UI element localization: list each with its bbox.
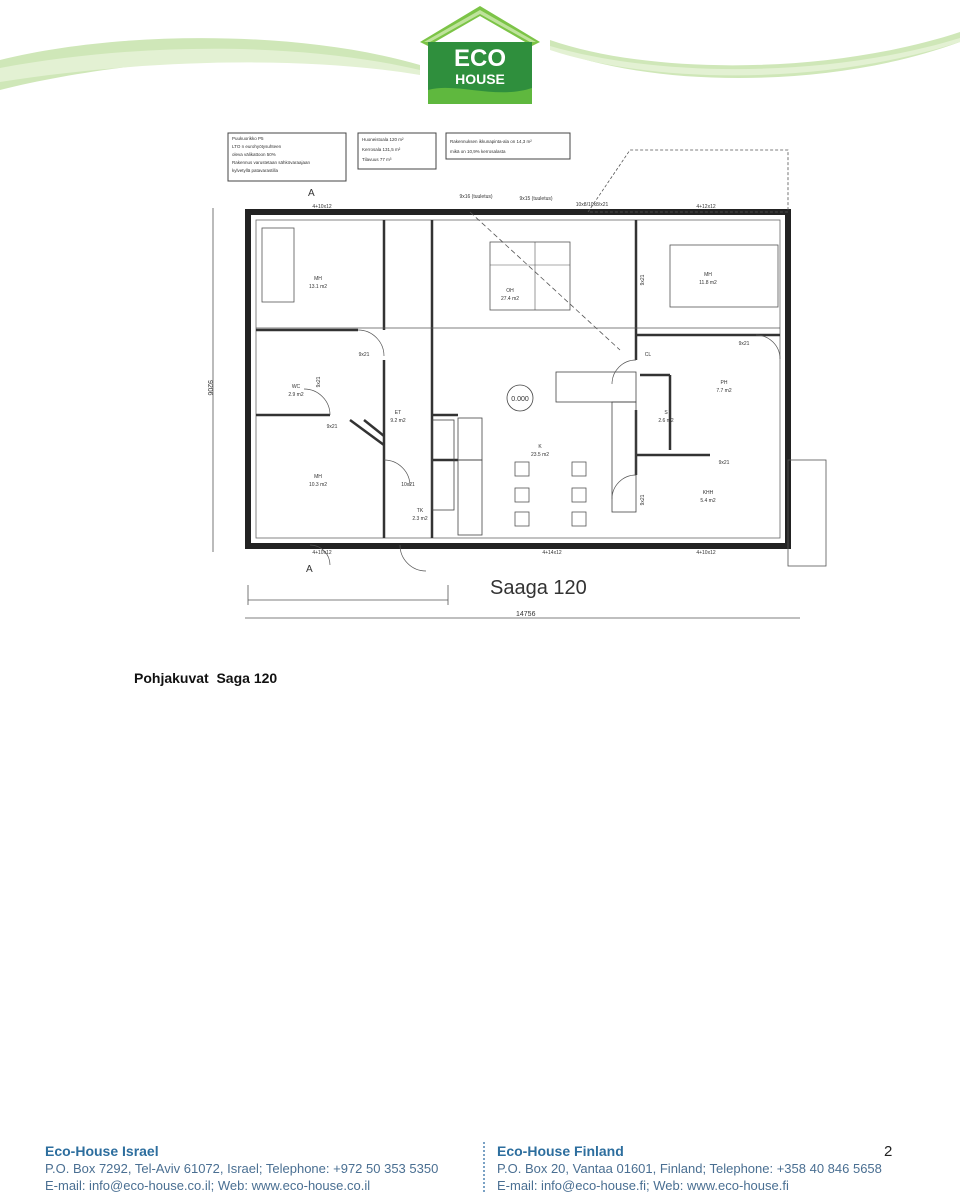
eco-house-logo: ECO HOUSE xyxy=(420,6,540,104)
svg-text:Tilavuus 77 m³: Tilavuus 77 m³ xyxy=(362,157,392,162)
svg-text:Rakennus varustetaan sähkövara: Rakennus varustetaan sähkövaraajaan xyxy=(232,160,311,165)
svg-text:9x21: 9x21 xyxy=(739,341,750,347)
svg-text:9x21: 9x21 xyxy=(327,424,338,430)
svg-text:9x21: 9x21 xyxy=(719,460,730,466)
room-tk-area: 2.3 m2 xyxy=(412,516,428,522)
room-wc-name: WC xyxy=(292,384,301,390)
room-oh-name: OH xyxy=(506,288,514,294)
svg-text:9x21: 9x21 xyxy=(640,494,646,505)
svg-text:kylvetyllä patavarastilla: kylvetyllä patavarastilla xyxy=(232,168,279,173)
logo-word-eco: ECO xyxy=(454,45,506,72)
plan-notes-right: Rakennuksen ikkunapinta-ala on 14,3 m² m… xyxy=(445,132,571,160)
svg-text:4+14x12: 4+14x12 xyxy=(542,550,562,556)
footer-israel-title: Eco-House Israel xyxy=(45,1143,159,1159)
svg-text:LTO n eurohyötysuhteen: LTO n eurohyötysuhteen xyxy=(232,144,282,149)
section-marker-bottom: A xyxy=(306,564,313,575)
footer-finland-address: P.O. Box 20, Vantaa 01601, Finland; Tele… xyxy=(497,1161,882,1176)
room-mh3-area: 10.3 m2 xyxy=(309,482,327,488)
svg-text:oleva välikattoon 50%: oleva välikattoon 50% xyxy=(232,152,276,157)
room-k-area: 23.5 m2 xyxy=(531,452,549,458)
svg-text:9x16 (tuuletus): 9x16 (tuuletus) xyxy=(459,194,492,200)
header-swoosh-right xyxy=(550,32,960,79)
room-s-name: S xyxy=(664,410,668,416)
floor-plan: Puukuorikko P5 LTO n eurohyötysuhteen ol… xyxy=(206,132,827,619)
room-khh-name: KHH xyxy=(703,490,714,496)
room-mh1-name: MH xyxy=(314,276,322,282)
section-marker-top: A xyxy=(308,188,315,199)
room-tk-name: TK xyxy=(417,508,424,514)
svg-text:10x21: 10x21 xyxy=(401,482,415,488)
footer-israel-address: P.O. Box 7292, Tel-Aviv 61072, Israel; T… xyxy=(45,1161,439,1176)
plan-notes-mid: Huoneistoala 120 m² Kerrosala 131,5 m² T… xyxy=(357,132,437,170)
dim-height: 9206 xyxy=(206,380,213,396)
dim-width: 14756 xyxy=(516,611,536,618)
svg-text:4+12x12: 4+12x12 xyxy=(696,204,716,210)
room-mh2-area: 11.8 m2 xyxy=(699,280,717,286)
svg-text:4+10x12: 4+10x12 xyxy=(696,550,716,556)
svg-text:Kerrosala 131,5 m²: Kerrosala 131,5 m² xyxy=(362,147,401,152)
room-ph-area: 7.7 m2 xyxy=(716,388,732,394)
room-mh1-area: 13.1 m2 xyxy=(309,284,327,290)
room-oh-area: 27.4 m2 xyxy=(501,296,519,302)
footer-israel-contact: E-mail: info@eco-house.co.il; Web: www.e… xyxy=(45,1178,371,1193)
header-swoosh-left xyxy=(0,38,420,90)
room-mh2-name: MH xyxy=(704,272,712,278)
caption: Pohjakuvat Saga 120 xyxy=(134,670,278,686)
svg-text:9x21: 9x21 xyxy=(316,376,322,387)
svg-text:4+10x12: 4+10x12 xyxy=(312,204,332,210)
svg-text:9x21: 9x21 xyxy=(359,352,370,358)
svg-text:Huoneistoala 120 m²: Huoneistoala 120 m² xyxy=(362,137,404,142)
footer-finland-contact: E-mail: info@eco-house.fi; Web: www.eco-… xyxy=(497,1178,789,1193)
room-et-name: ET xyxy=(395,410,401,416)
svg-text:Puukuorikko P5: Puukuorikko P5 xyxy=(232,136,264,141)
page-number: 2 xyxy=(884,1143,893,1160)
footer-finland-title: Eco-House Finland xyxy=(497,1143,624,1159)
level-marker: 0.000 xyxy=(511,396,529,403)
logo-word-house: HOUSE xyxy=(455,71,505,87)
room-mh3-name: MH xyxy=(314,474,322,480)
room-et-area: 9.2 m2 xyxy=(390,418,406,424)
room-k-name: K xyxy=(538,444,542,450)
svg-text:4+10x12: 4+10x12 xyxy=(312,550,332,556)
svg-text:9x15 (tuuletus): 9x15 (tuuletus) xyxy=(519,196,552,202)
dining-chairs xyxy=(514,461,587,527)
room-cl-name: CL xyxy=(645,352,652,358)
plan-title: Saaga 120 xyxy=(490,577,587,599)
room-s-area: 2.6 m2 xyxy=(658,418,674,424)
footer-divider xyxy=(483,1142,485,1192)
footer-israel: Eco-House Israel P.O. Box 7292, Tel-Aviv… xyxy=(45,1143,438,1194)
room-ph-name: PH xyxy=(721,380,728,386)
room-wc-area: 2.9 m2 xyxy=(288,392,304,398)
footer-finland: Eco-House Finland P.O. Box 20, Vantaa 01… xyxy=(497,1143,882,1194)
room-khh-area: 5.4 m2 xyxy=(700,498,716,504)
svg-text:10x8/10x8/x21: 10x8/10x8/x21 xyxy=(576,202,609,208)
svg-text:Rakennuksen ikkunapinta-ala on: Rakennuksen ikkunapinta-ala on 14,3 m² xyxy=(450,139,532,144)
plan-notes-left: Puukuorikko P5 LTO n eurohyötysuhteen ol… xyxy=(227,132,347,182)
svg-text:9x21: 9x21 xyxy=(640,274,646,285)
svg-text:mikä on 10,9% kerrosalasta: mikä on 10,9% kerrosalasta xyxy=(450,149,506,154)
